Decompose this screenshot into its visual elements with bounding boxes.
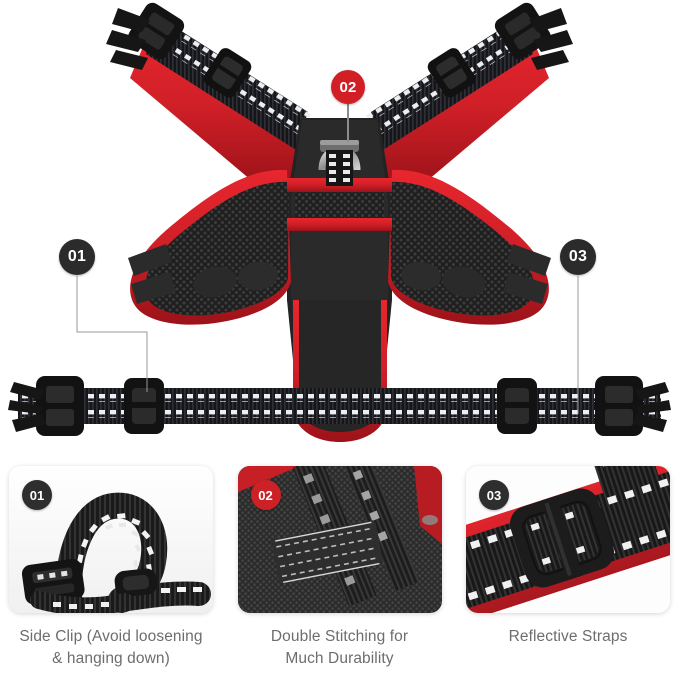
harness-illustration [8, 2, 671, 442]
feature-card-1-badge: 01 [22, 480, 52, 510]
feature-card-2-caption: Double Stitching for Much Durability [270, 628, 409, 667]
callout-badge-01: 01 [59, 239, 95, 275]
feature-cards-row: 01 Side Clip (Avoid loosening & hanging … [0, 466, 679, 691]
feature-card-side-clip: 01 Side Clip (Avoid loosening & hanging … [5, 466, 217, 691]
reflective-straps-photo [466, 466, 670, 613]
feature-card-2-photo: 02 [237, 466, 442, 613]
callout-badge-02: 02 [331, 70, 365, 104]
callout-badge-03: 03 [560, 239, 596, 275]
feature-card-3-photo: 03 [466, 466, 670, 613]
feature-card-reflective-straps: 03 Reflective Straps [462, 466, 674, 691]
feature-card-2-badge: 02 [250, 480, 281, 510]
feature-card-double-stitching: 02 Double Stitching for Much Durability [234, 466, 446, 691]
feature-card-1-photo: 01 [9, 466, 213, 613]
feature-card-3-badge: 03 [479, 480, 509, 510]
hero-product-image: 01 02 03 [8, 2, 671, 442]
feature-card-3-caption: Reflective Straps [508, 628, 628, 645]
feature-card-1-caption: Side Clip (Avoid loosening & hanging dow… [19, 628, 203, 667]
side-clip-photo [9, 466, 213, 613]
double-stitching-photo [237, 466, 442, 613]
